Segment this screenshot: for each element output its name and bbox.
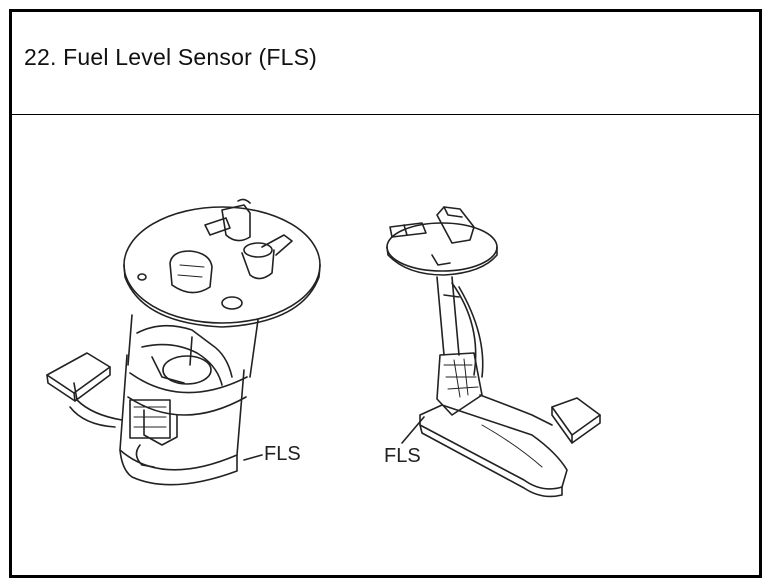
fls-callout-left: FLS [264, 443, 301, 465]
page-title: 22. Fuel Level Sensor (FLS) [24, 44, 318, 70]
left-leader-line [243, 454, 263, 461]
right-leader-line [401, 416, 425, 444]
figure-area: FLS FLS [12, 115, 759, 575]
fuel-pump-module [46, 198, 321, 486]
header: 22. Fuel Level Sensor (FLS) [12, 12, 759, 115]
diagram-frame: 22. Fuel Level Sensor (FLS) [9, 9, 762, 578]
fuel-sender-unit [386, 206, 601, 498]
fls-callout-right: FLS [384, 445, 421, 467]
fuel-pump-illustration: FLS FLS [46, 198, 601, 498]
